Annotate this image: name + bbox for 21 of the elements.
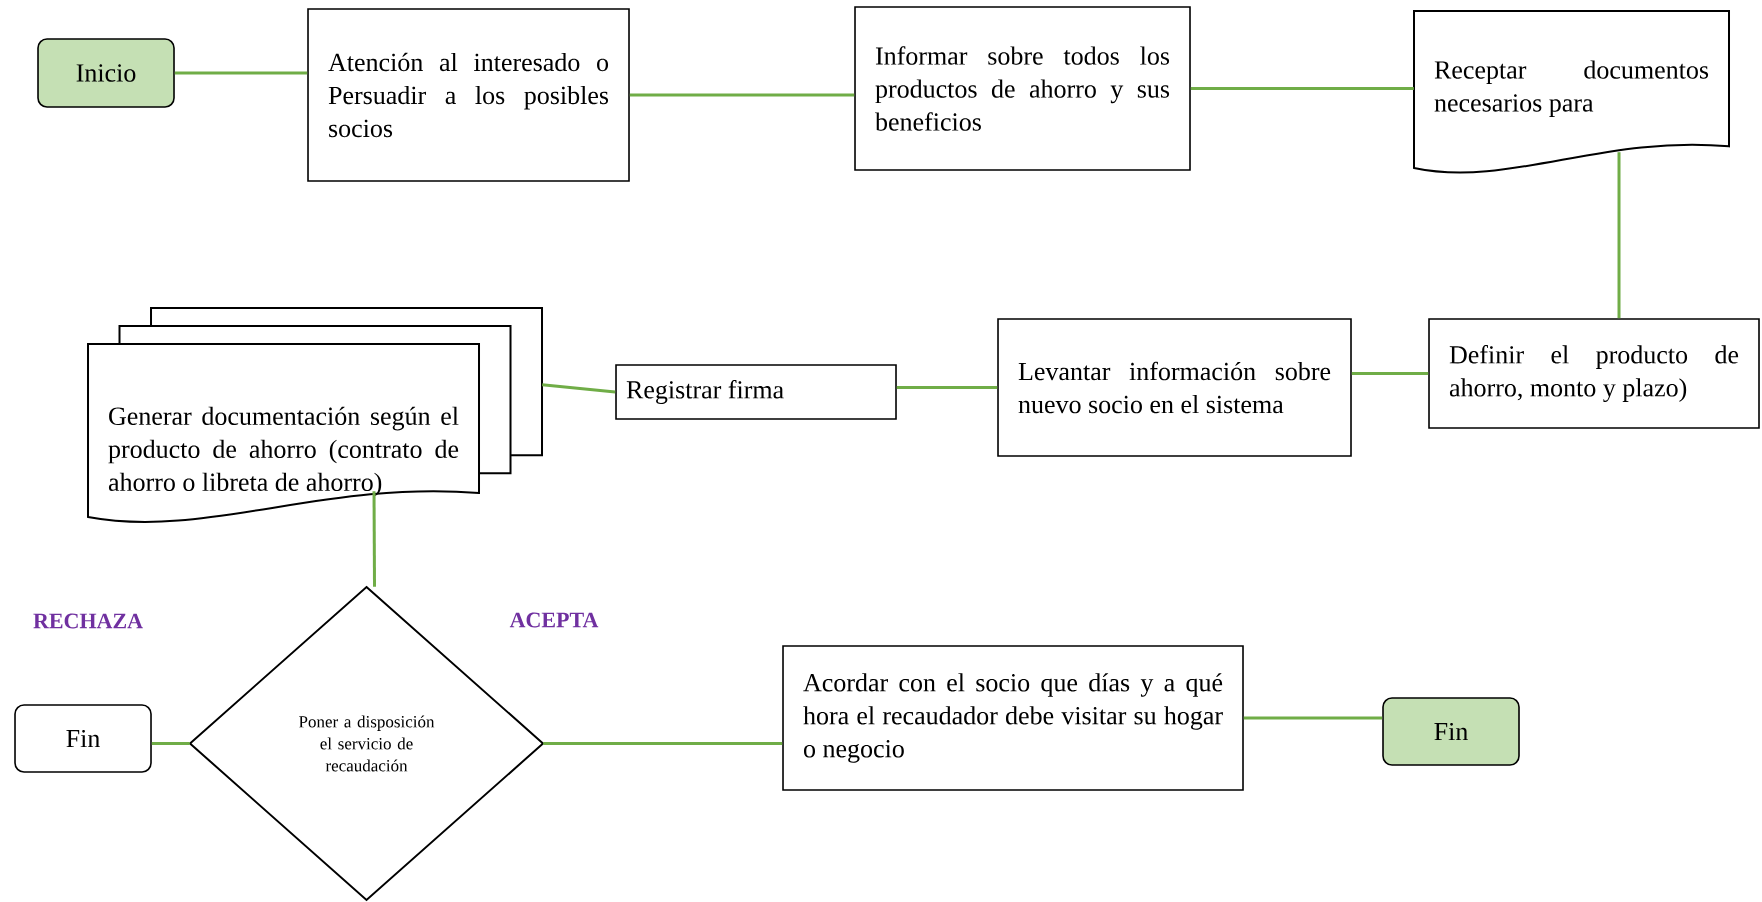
connector-line	[896, 386, 998, 389]
process-box: Registrar firma	[615, 364, 897, 420]
connector-line	[174, 71, 308, 75]
process-box: Levantar información sobre nuevo socio en el sistema	[997, 318, 1352, 457]
connector-line	[372, 491, 376, 587]
connector-line	[1243, 716, 1383, 720]
process-box: Informar sobre todos los productos de ahorro y sus beneficios	[854, 6, 1191, 171]
connector-line	[1351, 372, 1429, 375]
connector-line	[1617, 152, 1621, 319]
terminal-box: Inicio	[37, 38, 175, 108]
connector-line	[629, 93, 855, 97]
process-box: Acordar con el socio que días y a qué hora el recaudador debe visitar su hogar o negocio	[782, 645, 1244, 791]
connector-line	[1190, 87, 1414, 90]
terminal-box: Fin	[14, 704, 152, 773]
branch-label: RECHAZA	[33, 613, 143, 629]
process-box: Definir el producto de ahorro, monto y plazo)	[1428, 318, 1760, 429]
connector-line	[151, 742, 190, 745]
connector-line	[542, 383, 616, 394]
process-box: Atención al interesado o Persuadir a los posibles socios	[307, 8, 630, 182]
terminal-box: Fin	[1382, 697, 1520, 766]
connector-line	[543, 742, 783, 745]
